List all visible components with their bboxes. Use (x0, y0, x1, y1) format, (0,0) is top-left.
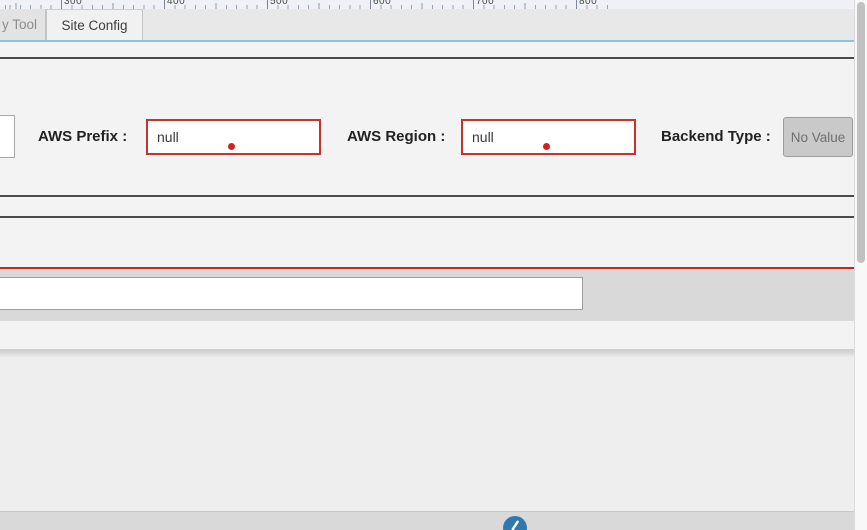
tab-tool-label: y Tool (2, 17, 38, 32)
ruler-major-tick: 700 (473, 0, 494, 9)
panel-edge-shadow (0, 350, 854, 358)
ruler-tick-label: 800 (579, 0, 598, 7)
tab-site-config[interactable]: Site Config (46, 9, 143, 40)
bottom-status-band (0, 511, 854, 530)
ruler-major-tick: 800 (576, 0, 597, 9)
backend-type-label: Backend Type : (661, 128, 771, 145)
tab-site-config-label: Site Config (61, 17, 128, 33)
ruler-tick-label: 600 (373, 0, 392, 7)
ruler-major-tick: 500 (267, 0, 288, 9)
separator-line-mid-1 (0, 195, 854, 197)
aws-prefix-input[interactable] (146, 119, 321, 155)
input-band (0, 269, 854, 321)
lower-content-area (0, 350, 854, 511)
aws-prefix-field-wrap (146, 119, 321, 155)
aws-region-label: AWS Region : (347, 128, 446, 145)
info-icon[interactable] (503, 516, 527, 530)
aws-region-field-wrap (461, 119, 636, 155)
backend-type-value-text: No Value (790, 129, 846, 145)
aws-prefix-error-dot (228, 143, 235, 150)
tab-tool[interactable]: y Tool (0, 9, 46, 40)
separator-line-mid-2 (0, 216, 854, 218)
ruler-tick-label: 500 (270, 0, 289, 7)
aws-prefix-label: AWS Prefix : (38, 128, 128, 145)
separator-line-top (0, 57, 854, 59)
panel-light-strip (0, 321, 854, 350)
separator-line-red (0, 267, 854, 269)
backend-type-value-button[interactable]: No Value (783, 117, 853, 157)
ruler-major-tick: 600 (370, 0, 391, 9)
ruler-tick-label: 300 (64, 0, 83, 7)
vertical-scrollbar-thumb[interactable] (856, 2, 865, 263)
tab-bar: y Tool Site Config (0, 9, 854, 42)
ruler-tick-label: 400 (167, 0, 186, 7)
panel-edge-line (0, 349, 854, 350)
ruler-mid-ticks (0, 3, 612, 9)
aws-region-input[interactable] (461, 119, 636, 155)
cutoff-left-input[interactable] (0, 115, 15, 158)
aws-region-error-dot (543, 143, 550, 150)
wide-text-input[interactable] (0, 277, 583, 310)
ruler-major-tick: 300 (61, 0, 82, 9)
ruler-major-tick: 400 (164, 0, 185, 9)
ruler-tick-label: 700 (476, 0, 495, 7)
